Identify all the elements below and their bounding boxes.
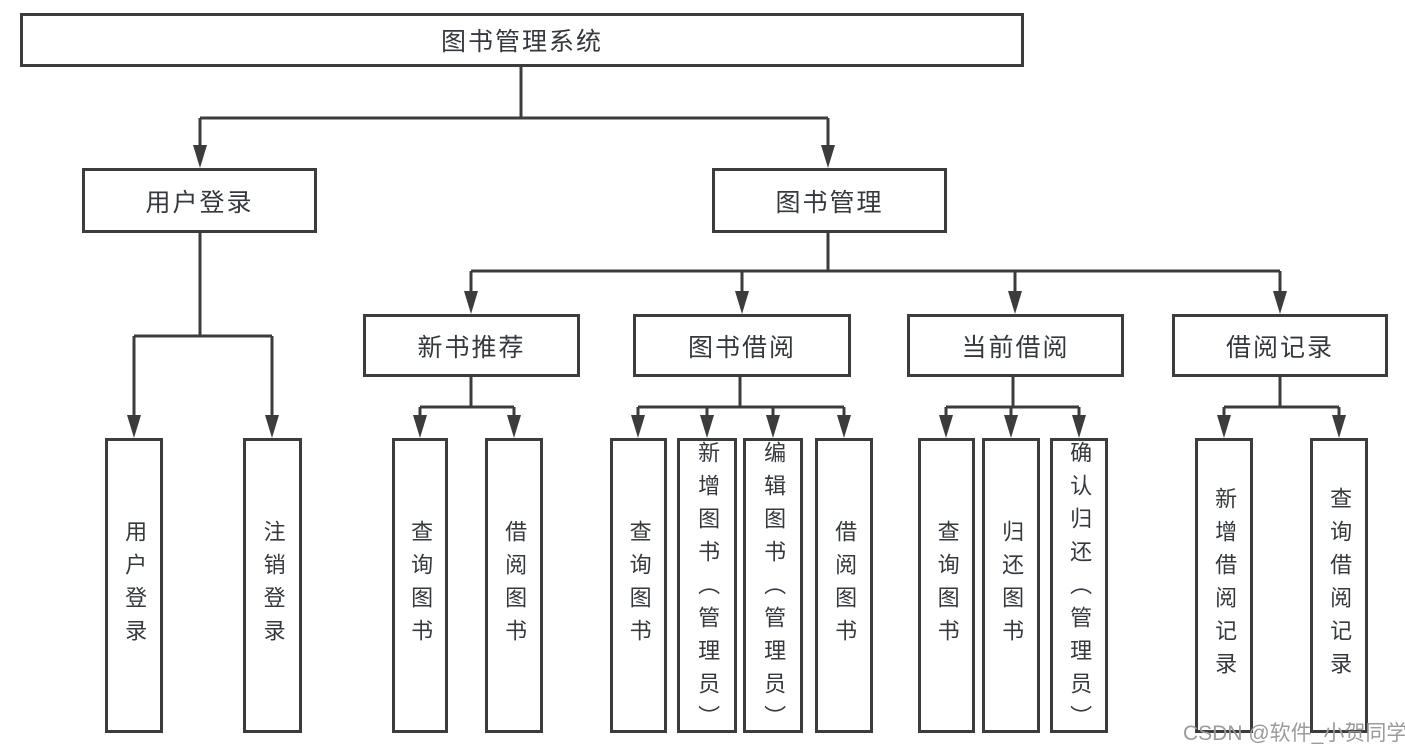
connector-root-to-level1 [198, 67, 830, 148]
leaf-add-borrow-record: 新增借阅记录 [1195, 438, 1253, 733]
node-user-login: 用户登录 [82, 168, 317, 233]
node-library-management-system: 图书管理系统 [20, 13, 1024, 67]
watermark-text: CSDN @软件_小贺同学 [1183, 722, 1405, 745]
leaf-query-borrow-record: 查询借阅记录 [1310, 438, 1368, 733]
connector-current-borrowing-branch [944, 377, 1081, 418]
leaf-query-books-new: 查询图书 [392, 438, 448, 733]
connector-book-management-to-level2 [469, 233, 1282, 294]
leaf-borrow-books: 借阅图书 [815, 438, 873, 733]
connector-new-books-branch [418, 377, 516, 418]
leaf-edit-books-admin: 编辑图书（管理员） [743, 438, 803, 738]
leaf-query-books-current: 查询图书 [918, 438, 975, 733]
connector-user-login-branch [132, 233, 274, 418]
leaf-query-books-borrowing: 查询图书 [610, 438, 667, 733]
leaf-add-books-admin: 新增图书（管理员） [677, 438, 737, 738]
leaf-user-login: 用户登录 [105, 438, 163, 733]
node-borrow-records: 借阅记录 [1172, 314, 1388, 377]
node-book-management: 图书管理 [712, 168, 947, 233]
leaf-return-books: 归还图书 [982, 438, 1040, 733]
arrowheads [127, 145, 1346, 438]
node-book-borrowing: 图书借阅 [633, 314, 851, 377]
node-current-borrowing: 当前借阅 [907, 314, 1124, 377]
leaf-borrow-books-new: 借阅图书 [485, 438, 543, 733]
connector-borrow-records-branch [1222, 377, 1341, 418]
connector-book-borrowing-branch [636, 377, 846, 418]
leaf-logout: 注销登录 [243, 438, 302, 733]
leaf-confirm-return-admin: 确认归还（管理员） [1050, 438, 1108, 738]
node-new-book-recommendation: 新书推荐 [363, 314, 580, 377]
